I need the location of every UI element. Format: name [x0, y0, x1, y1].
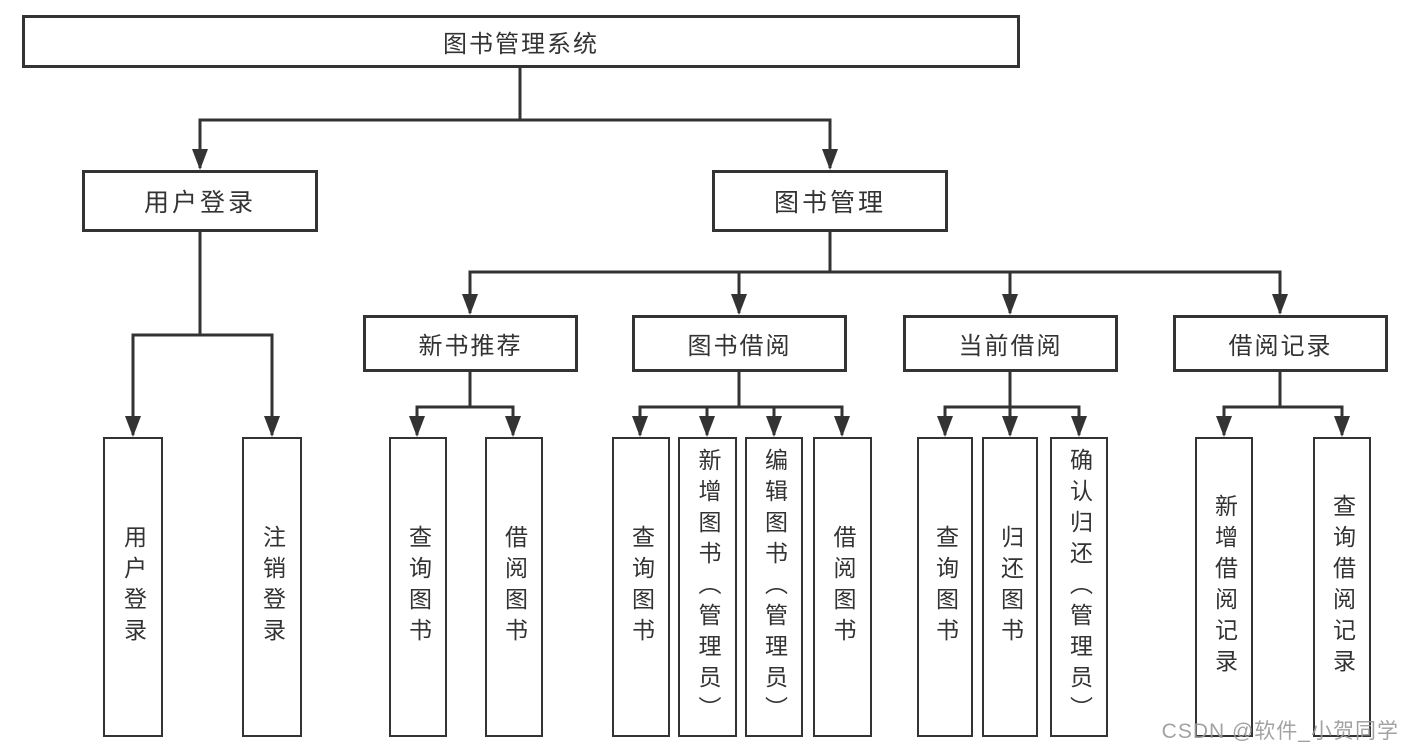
leaf-label: 新增图书（管理员）	[695, 447, 721, 727]
leaf-label: 查询图书	[405, 525, 432, 649]
leaf-label: 新增借阅记录	[1211, 494, 1238, 680]
connector-arrowhead	[409, 416, 425, 437]
connector-arrowhead	[834, 416, 850, 437]
leaf-borrow-books-recommend: 借阅图书	[485, 437, 543, 737]
leaf-label: 借阅图书	[830, 525, 856, 649]
node-current-borrow: 当前借阅	[903, 315, 1118, 372]
leaf-label: 归还图书	[997, 525, 1024, 649]
node-borrow-records: 借阅记录	[1173, 315, 1388, 372]
node-label: 图书借阅	[687, 333, 792, 360]
leaf-label: 查询图书	[628, 525, 655, 649]
leaf-logout: 注销登录	[242, 437, 302, 737]
connector-arrowhead	[264, 416, 280, 437]
connector-arrowhead	[731, 294, 747, 315]
connector-arrowhead	[1071, 416, 1087, 437]
leaf-user-login: 用户登录	[103, 437, 163, 737]
connector-arrowhead	[462, 294, 478, 315]
node-label: 图书管理系统	[443, 31, 599, 58]
leaf-confirm-return-admin: 确认归还（管理员）	[1050, 437, 1108, 737]
connector-arrowhead	[822, 149, 838, 170]
connector-level2-rail	[198, 118, 832, 168]
connector-userlogin-rail	[131, 333, 274, 435]
leaf-query-books-recommend: 查询图书	[389, 437, 447, 737]
connector-arrowhead	[1002, 294, 1018, 315]
node-label: 图书管理	[773, 189, 886, 217]
leaf-label: 确认归还（管理员）	[1066, 447, 1093, 727]
node-library-management-system: 图书管理系统	[22, 15, 1020, 68]
connector-arrowhead	[1002, 416, 1018, 437]
leaf-query-books-borrow: 查询图书	[612, 437, 670, 737]
connector-arrowhead	[1216, 416, 1232, 437]
connector-arrowhead	[1272, 294, 1288, 315]
connector-level3-rail	[468, 270, 1282, 313]
node-label: 借阅记录	[1228, 333, 1333, 360]
connector-arrowhead	[125, 416, 141, 437]
leaf-label: 查询图书	[932, 525, 959, 649]
node-label: 当前借阅	[958, 333, 1063, 360]
node-label: 新书推荐	[418, 333, 523, 360]
connector-arrowhead	[192, 149, 208, 170]
csdn-watermark: CSDN @软件_小贺同学	[1161, 720, 1399, 743]
connector-arrowhead	[632, 416, 648, 437]
connector-bookborrow-rail	[638, 405, 844, 435]
leaf-label: 用户登录	[120, 525, 147, 649]
node-new-book-recommend: 新书推荐	[363, 315, 578, 372]
leaf-return-books: 归还图书	[982, 437, 1038, 737]
connector-newbooks-rail	[415, 405, 515, 435]
leaf-label: 查询借阅记录	[1329, 494, 1356, 680]
leaf-query-books-current: 查询图书	[917, 437, 973, 737]
connector-arrowhead	[937, 416, 953, 437]
leaf-add-books-admin: 新增图书（管理员）	[678, 437, 737, 737]
leaf-query-borrow-record: 查询借阅记录	[1313, 437, 1371, 737]
node-user-login: 用户登录	[82, 170, 318, 232]
leaf-label: 注销登录	[259, 525, 286, 649]
node-book-management: 图书管理	[712, 170, 948, 232]
connector-arrowhead	[1334, 416, 1350, 437]
node-label: 用户登录	[143, 189, 256, 217]
leaf-borrow-books: 借阅图书	[813, 437, 872, 737]
leaf-edit-books-admin: 编辑图书（管理员）	[745, 437, 803, 737]
connector-arrowhead	[766, 416, 782, 437]
node-book-borrow: 图书借阅	[632, 315, 847, 372]
leaf-label: 编辑图书（管理员）	[761, 447, 788, 727]
connector-arrowhead	[505, 416, 521, 437]
leaf-add-borrow-record: 新增借阅记录	[1195, 437, 1253, 737]
connector-records-rail	[1222, 405, 1344, 435]
connector-arrowhead	[699, 416, 715, 437]
leaf-label: 借阅图书	[501, 525, 528, 649]
